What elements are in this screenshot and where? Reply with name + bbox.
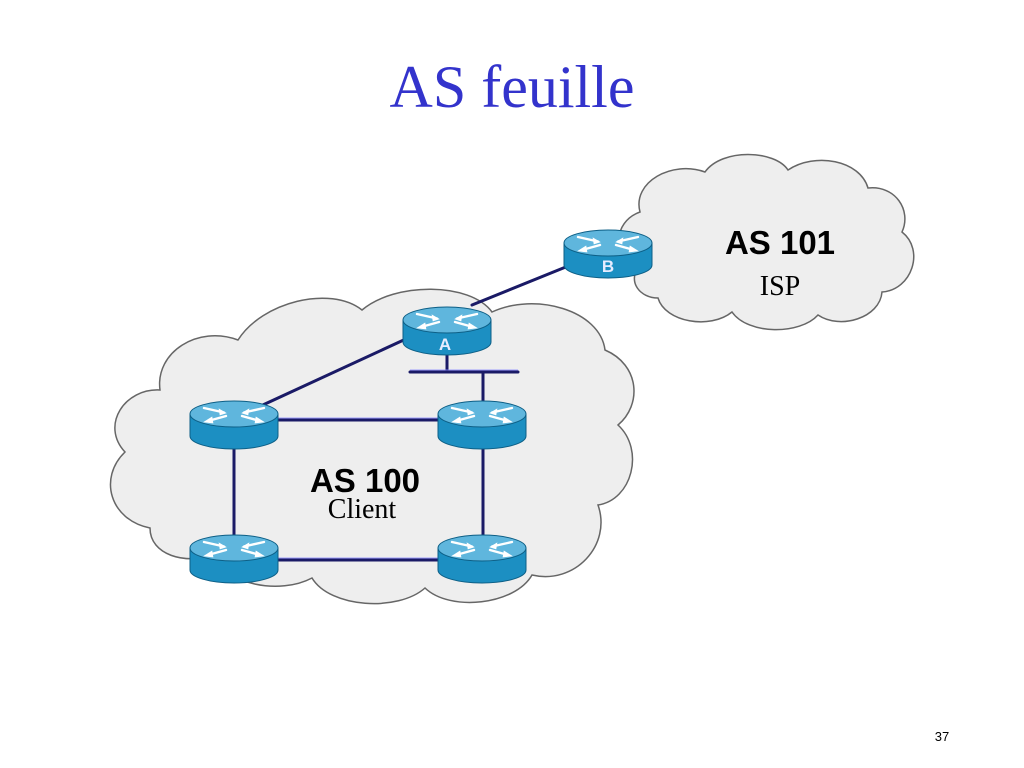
router-b-label: B	[602, 257, 614, 276]
client-as-role: Client	[328, 494, 397, 525]
isp-cloud	[618, 153, 915, 331]
router-b[interactable]: B	[562, 228, 654, 280]
router-icon	[436, 399, 528, 451]
isp-as-role: ISP	[760, 271, 800, 302]
link-a-left-top	[250, 336, 410, 412]
router-icon	[188, 399, 280, 451]
router-left-bottom[interactable]	[188, 533, 280, 585]
router-a[interactable]: A	[401, 305, 493, 357]
isp-as-name: AS 101	[725, 224, 835, 261]
page-number: 37	[934, 729, 950, 744]
router-right-bottom[interactable]	[436, 533, 528, 585]
router-left-top[interactable]	[188, 399, 280, 451]
router-a-label: A	[439, 335, 451, 354]
router-icon	[436, 533, 528, 585]
router-right-top[interactable]	[436, 399, 528, 451]
slide-title: AS feuille	[389, 54, 635, 120]
router-icon	[188, 533, 280, 585]
client-as-name: AS 100	[310, 462, 420, 499]
client-cloud	[109, 288, 635, 605]
